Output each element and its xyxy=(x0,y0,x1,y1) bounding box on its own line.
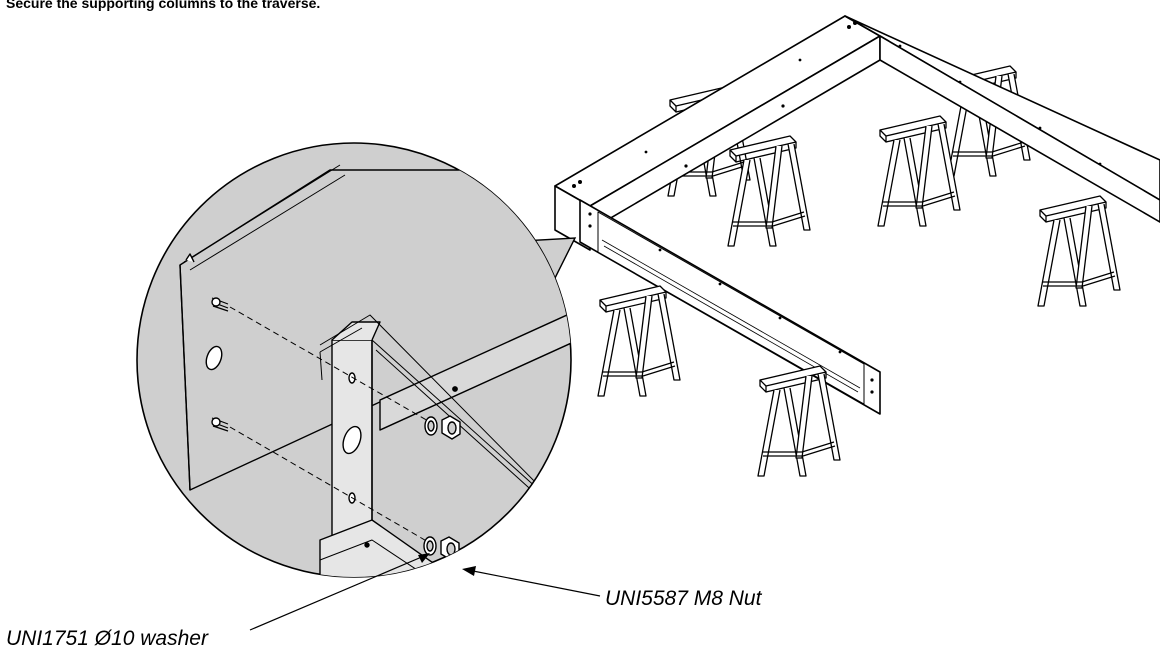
nut xyxy=(441,415,461,440)
frame-assembly xyxy=(554,15,1160,477)
washer xyxy=(423,536,437,556)
nut-callout-label: UNI5587 M8 Nut xyxy=(605,587,762,610)
detail-view xyxy=(136,142,601,631)
bolt xyxy=(211,297,229,312)
leader-lines xyxy=(249,553,601,631)
bolt xyxy=(211,417,229,432)
washer xyxy=(424,416,438,436)
trestle xyxy=(877,115,961,227)
trestle xyxy=(727,135,811,247)
washer-callout-label: UNI1751 Ø10 washer xyxy=(6,627,208,650)
trestle xyxy=(597,285,681,397)
instruction-text: Secure the supporting columns to the tra… xyxy=(6,0,321,11)
trestle xyxy=(1037,195,1121,307)
